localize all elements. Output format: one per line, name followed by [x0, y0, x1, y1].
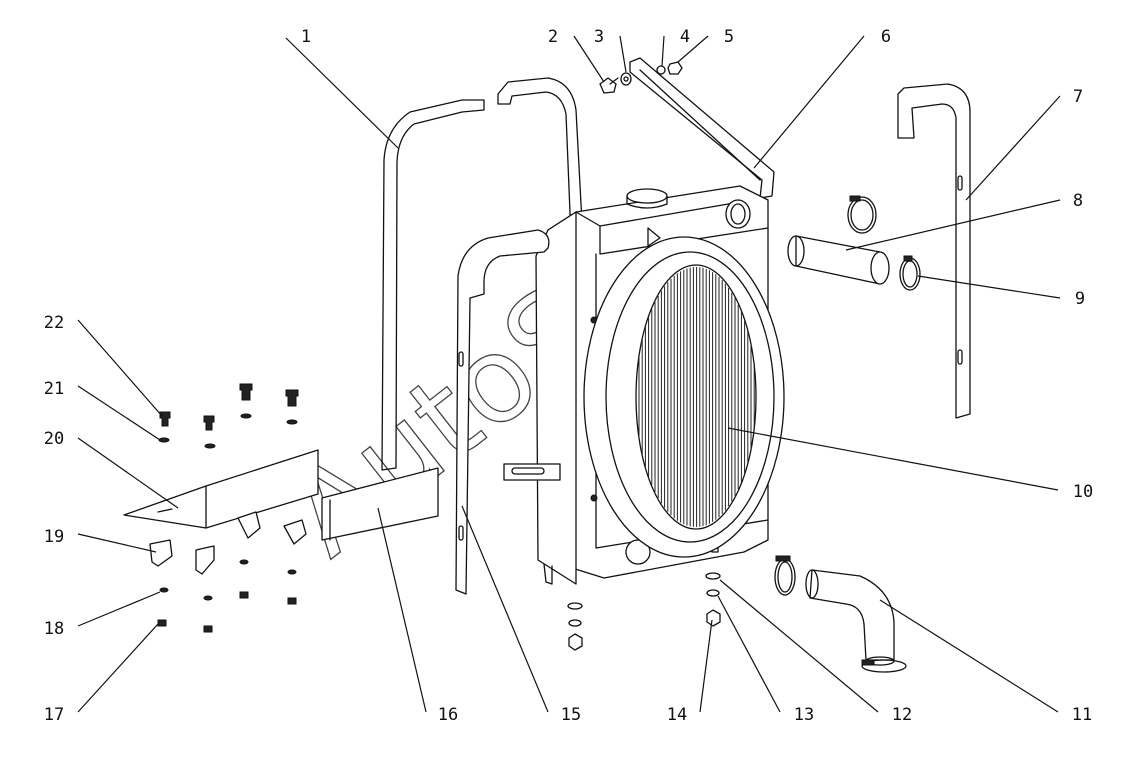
part-3-washer [620, 72, 632, 86]
part-8-upper-hose [787, 235, 890, 285]
callout-21: 21 [44, 379, 64, 399]
callout-16: 16 [438, 705, 458, 725]
part-10-fan-shroud [583, 236, 785, 558]
callout-13: 13 [794, 705, 814, 725]
callout-10: 10 [1073, 482, 1093, 502]
part-7-side-panel [897, 83, 971, 419]
part-12-washer [705, 572, 721, 580]
part-9-hose-clamp [847, 195, 921, 291]
callout-8: 8 [1073, 191, 1083, 211]
callout-2: 2 [548, 27, 558, 47]
callout-6: 6 [881, 27, 891, 47]
callout-22: 22 [44, 313, 64, 333]
callout-9: 9 [1075, 289, 1085, 309]
callout-3: 3 [594, 27, 604, 47]
part-19-clips [149, 511, 307, 575]
part-18-washers [159, 559, 297, 601]
callout-11: 11 [1072, 705, 1092, 725]
callout-20: 20 [44, 429, 64, 449]
callout-18: 18 [44, 619, 64, 639]
callout-19: 19 [44, 527, 64, 547]
part-4-washer [656, 65, 666, 75]
part-5-nut [667, 61, 683, 75]
callout-numbers: 1 2 3 4 5 6 7 8 9 10 11 12 13 14 15 16 1… [44, 27, 1093, 725]
part-22-bolts [159, 383, 299, 431]
part-1-upper-bracket [381, 77, 585, 471]
part-21-washers [158, 413, 298, 449]
leader-lines [77, 35, 1061, 713]
callout-1: 1 [301, 27, 311, 47]
part-14-nut [706, 609, 721, 627]
part-17-nuts [157, 591, 297, 633]
callout-12: 12 [892, 705, 912, 725]
part-20-deflector [123, 449, 319, 529]
callout-4: 4 [680, 27, 690, 47]
callout-17: 17 [44, 705, 64, 725]
lower-left-fasteners [567, 602, 583, 651]
callout-15: 15 [561, 705, 581, 725]
part-15-side-panel [455, 229, 561, 595]
part-16-baffle-plate [321, 467, 439, 541]
radiator-fins [638, 267, 755, 527]
callout-7: 7 [1073, 87, 1083, 107]
part-13-washer [706, 589, 720, 597]
callout-14: 14 [667, 705, 687, 725]
part-6-stay-bar [629, 57, 775, 199]
part-11-lower-hose [774, 555, 907, 673]
callout-5: 5 [724, 27, 734, 47]
